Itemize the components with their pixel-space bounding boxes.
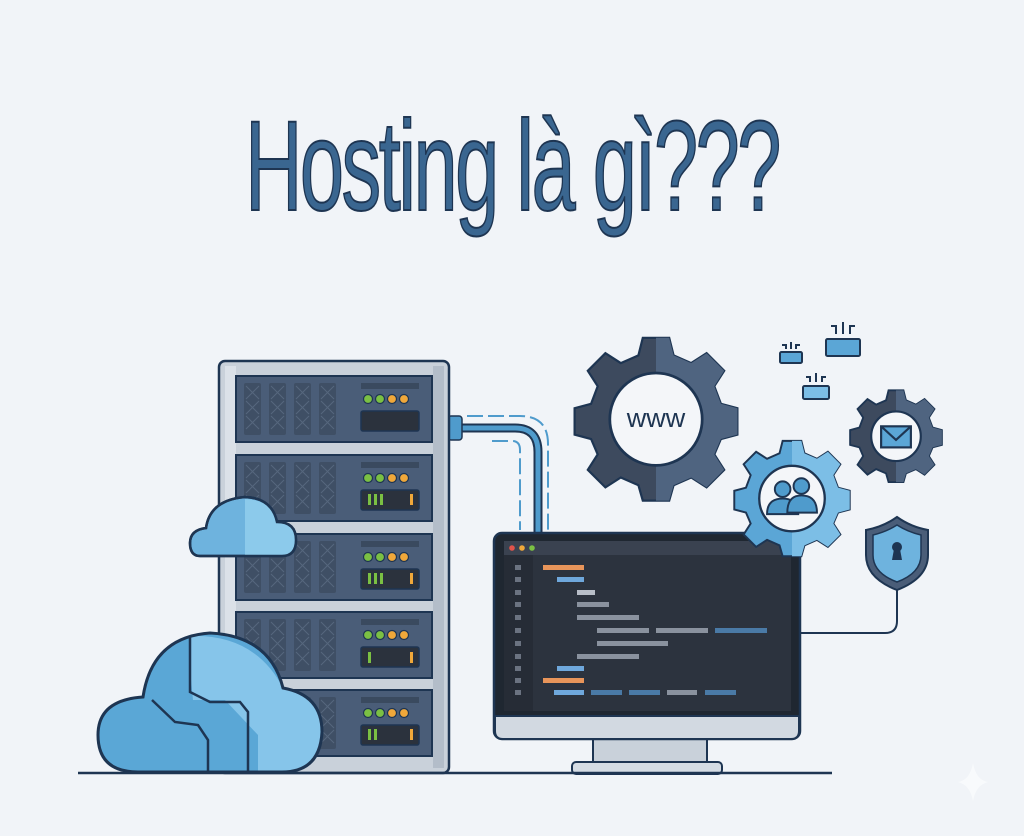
monitor-icon [492,531,802,775]
network-node-icon [779,322,861,400]
www-label: www [626,403,686,433]
large-cloud-icon [96,631,324,774]
code-lines [543,565,767,695]
email-gear-icon [849,389,943,484]
page-title: Hosting là gì??? [244,94,782,239]
sparkle-icon [958,763,988,801]
www-gear-icon [573,336,739,502]
line-number-gutter [515,565,521,695]
small-cloud-icon [188,495,298,558]
shield-lock-icon [865,515,929,592]
network-cable [447,415,549,535]
users-gear-icon [733,439,851,558]
connection-line [800,590,898,634]
